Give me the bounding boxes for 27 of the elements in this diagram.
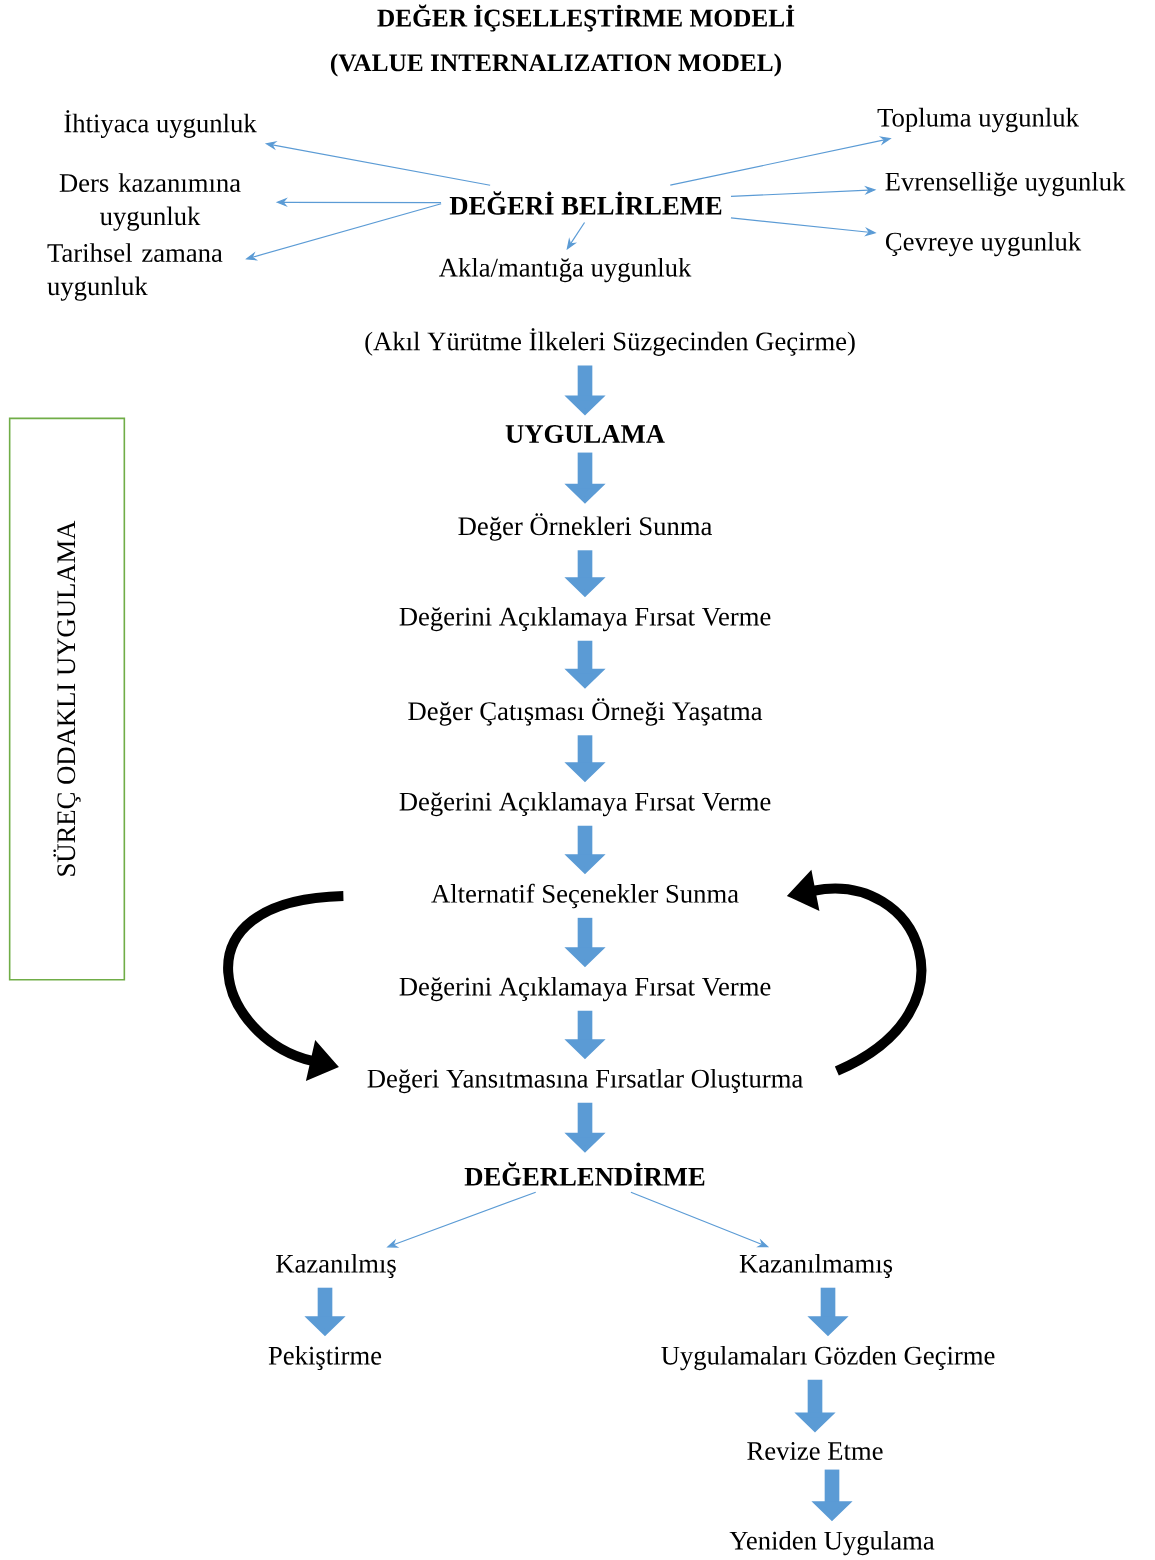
step-text: (Akıl Yürütme İlkeleri Süzgecinden Geçirme) xyxy=(365,328,855,356)
step-text: Değerini Açıklamaya Fırsat Verme xyxy=(399,976,771,1002)
step-text: İhtiyaca uygunluk xyxy=(64,110,257,138)
step-text: Değer Örnekleri Sunma xyxy=(458,513,712,541)
step-text: Ders kazanımına uygunluk xyxy=(59,173,241,231)
subtitle: (VALUE INTERNALIZATION MODEL) xyxy=(330,53,781,77)
step-text: Kazanılmamış xyxy=(739,1253,893,1279)
step-text: Kazanılmış xyxy=(276,1253,396,1279)
step-text: Çevreye uygunluk xyxy=(885,231,1082,257)
step-text: Tarihsel zamana uygunluk xyxy=(47,243,223,301)
step-text: Yeniden Uygulama xyxy=(729,1530,935,1556)
vertical-label-box: SÜREÇ ODAKLI UYGULAMA xyxy=(8,417,126,981)
step-text: Topluma uygunluk xyxy=(877,107,1079,133)
step-text: Uygulamaları Gözden Geçirme xyxy=(661,1345,995,1371)
heading-text: DEĞERLENDİRME xyxy=(464,1162,705,1186)
title: DEĞER İÇSELLEŞTİRME MODELİ xyxy=(377,4,795,32)
step-text: Revize Etme xyxy=(747,1442,883,1460)
step-text: Değer Çatışması Örneği Yaşatma xyxy=(408,698,763,726)
heading-text: UYGULAMA xyxy=(505,425,665,443)
step-text: Evrenselliğe uygunluk xyxy=(885,171,1126,197)
step-text: Pekiştirme xyxy=(268,1345,382,1371)
step-text: Değerini Açıklamaya Fırsat Verme xyxy=(399,606,771,632)
step-text: Alternatif Seçenekler Sunma xyxy=(431,883,739,909)
step-text: Akla/mantığa uygunluk xyxy=(439,257,692,283)
step-text: Değerini Açıklamaya Fırsat Verme xyxy=(399,791,771,817)
heading-text: DEĞERİ BELİRLEME xyxy=(449,191,722,215)
step-text: Değeri Yansıtmasına Fırsatlar Oluşturma xyxy=(367,1068,803,1094)
